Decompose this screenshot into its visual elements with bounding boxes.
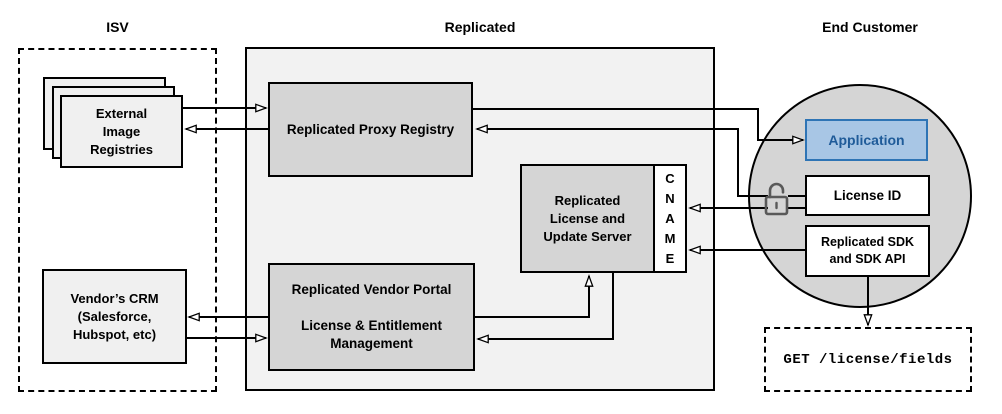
node-label-line: Update Server: [543, 228, 632, 244]
cname-strip: C N A M E: [653, 164, 687, 273]
endpoint-label: GET /license/fields: [783, 351, 953, 368]
cname-letter: E: [665, 250, 675, 266]
node-label-line: Vendor’s CRM: [70, 290, 159, 306]
node-label-line: Replicated SDK: [820, 235, 915, 249]
license-id-node: License ID: [805, 175, 930, 216]
cname-letter: C: [665, 170, 675, 186]
get-license-fields-node: GET /license/fields: [764, 327, 972, 392]
section-header-isv: ISV: [106, 19, 129, 35]
application-node: Application: [805, 119, 928, 161]
arrow-proxy-to-application: [473, 108, 803, 140]
node-label-line: Registries: [90, 141, 153, 157]
node-label-line: and SDK API: [829, 252, 906, 266]
license-update-server-node: Replicated License and Update Server: [520, 164, 655, 273]
section-header-replicated: Replicated: [444, 19, 516, 35]
vendor-portal-node: Replicated Vendor Portal License & Entit…: [268, 263, 475, 371]
vendor-crm-node: Vendor’s CRM (Salesforce, Hubspot, etc): [42, 269, 187, 364]
isv-boundary: [18, 48, 217, 392]
node-label: Application: [828, 132, 905, 148]
node-label-line: Image: [102, 123, 141, 139]
node-label-line: Replicated Vendor Portal: [291, 282, 452, 297]
cname-letter: A: [665, 210, 675, 226]
unlocked-padlock-icon: [764, 182, 789, 216]
node-label-line: Hubspot, etc): [72, 326, 157, 342]
arrow-license-id-to-proxy: [477, 129, 768, 197]
node-label-line: [370, 299, 374, 317]
section-header-end-customer: End Customer: [822, 19, 918, 35]
arrow-portal-to-license-server: [475, 276, 589, 318]
node-label-line: License & Entitlement: [300, 318, 443, 333]
node-label-line: (Salesforce,: [77, 308, 152, 324]
replicated-sdk-node: Replicated SDK and SDK API: [805, 225, 930, 277]
node-label-line: Replicated: [554, 192, 621, 208]
node-label-line: External: [95, 105, 148, 121]
node-label: Replicated Proxy Registry: [286, 121, 455, 137]
node-label: License ID: [833, 187, 902, 203]
cname-letter: N: [665, 190, 675, 206]
external-image-registries-node: External Image Registries: [60, 95, 183, 168]
cname-letter: M: [664, 230, 676, 246]
node-label-line: Management: [330, 336, 413, 351]
replicated-proxy-registry-node: Replicated Proxy Registry: [268, 82, 473, 177]
arrow-license-server-to-portal: [478, 273, 614, 339]
node-label-line: License and: [549, 210, 626, 226]
